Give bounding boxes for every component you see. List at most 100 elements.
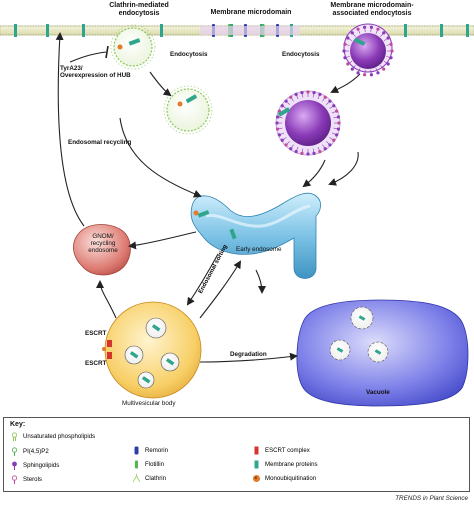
label-vacuole: Vacuole: [366, 389, 390, 396]
escrt-complex-markers: [102, 340, 112, 359]
sterol-icon: [10, 475, 19, 484]
sphingolipid: [275, 127, 280, 131]
sphingolipid: [289, 95, 293, 99]
sphingolipid: [318, 92, 322, 96]
arrow-microdomain-endocytosis: [330, 73, 361, 93]
arrow-mv-to-early-endosome: [302, 159, 326, 188]
sphingolipid: [386, 62, 390, 66]
membrane-protein: [129, 351, 139, 359]
sphingolipid: [275, 121, 279, 125]
key-item-sphingolipids: Sphingolipids: [10, 461, 59, 470]
arrow-ee-to-mvb: [186, 253, 219, 306]
sphingolipid: [289, 147, 293, 151]
microdomain-pit: [342, 23, 394, 77]
sphingolipid: [294, 150, 298, 154]
arrow-mvb-to-gnom: [96, 280, 117, 319]
sphingolipid: [312, 90, 316, 95]
key-item-escrt-complex: ESCRT complex: [252, 446, 310, 455]
arrow-mvb-to-ee: [199, 260, 242, 319]
key-item-unsaturated-phospholipids: Unsaturated phospholipids: [10, 432, 95, 441]
sphingolipid: [350, 31, 354, 35]
sphingolipid: [332, 104, 336, 108]
key-item-clathrin: Clathrin: [132, 474, 166, 483]
arrow-degradation: [199, 352, 298, 363]
sphingolipid: [328, 99, 332, 103]
label-escrt-bottom: ESCRT: [85, 360, 107, 367]
sphingolipid: [376, 71, 380, 75]
sphingolipid-icon: [10, 461, 19, 470]
clathrin-coated-vesicle: [163, 85, 213, 135]
membrane-protein: [141, 376, 151, 384]
sphingolipid: [337, 121, 341, 125]
sphingolipid: [350, 67, 354, 71]
sphingolipid: [346, 62, 350, 66]
sphingolipid: [284, 143, 288, 147]
sphingolipid: [389, 42, 393, 46]
tyra23-inhibition-bar: [105, 45, 109, 59]
arrow-mv-side: [328, 151, 359, 186]
membrane-protein: [374, 349, 382, 355]
clathrin-coated-pit: [110, 24, 156, 70]
tyra23-inhibition-line: [69, 51, 107, 63]
sphingolipid: [300, 90, 304, 95]
label-microdomain-associated-endocytosis: Membrane microdomain- associated endocyt…: [330, 2, 414, 17]
sphingolipid: [280, 104, 284, 108]
label-tyra23: TyrA23/ Overexpression of HUB: [60, 65, 131, 79]
membrane-protein: [404, 24, 407, 37]
sphingolipid: [369, 73, 374, 77]
arrow-ee-out: [255, 269, 266, 294]
key-item-monoubiquitination: Monoubiquitination: [252, 474, 316, 483]
sphingolipid: [328, 143, 332, 147]
sphingolipid: [306, 90, 310, 94]
label-escrt-top: ESCRT: [85, 330, 107, 337]
sphingolipid: [362, 25, 367, 29]
sphingolipid: [294, 92, 298, 96]
key-title: Key:: [10, 421, 26, 428]
sphingolipid: [390, 49, 394, 53]
microdomain-vesicle: [275, 90, 341, 156]
sphingolipid: [343, 42, 347, 46]
sphingolipid: [346, 36, 350, 40]
escrt-complex-icon: [252, 446, 261, 455]
sphingolipid: [280, 138, 284, 142]
key-item-pi45p2: PI(4,5)P2: [10, 447, 49, 456]
sphingolipid: [284, 99, 288, 103]
label-gnom: GNOM/ recycling endosome: [88, 233, 118, 254]
membrane-protein: [165, 358, 175, 366]
sphingolipid: [342, 49, 346, 53]
sphingolipid: [312, 151, 316, 156]
sphingolipid: [356, 71, 360, 75]
membrane-protein: [440, 24, 443, 37]
gnom-recycling-endosome: [73, 224, 131, 276]
sphingolipid: [336, 115, 341, 119]
arrow-cv-to-early-endosome: [119, 117, 202, 198]
sphingolipid: [335, 133, 339, 137]
sphingolipid: [318, 150, 322, 154]
remorin-icon: [132, 446, 141, 455]
sphingolipid: [343, 56, 347, 60]
sphingolipid: [275, 115, 280, 119]
membrane-protein: [336, 347, 344, 353]
label-endocytosis-left: Endocytosis: [170, 51, 208, 58]
label-degradation: Degradation: [230, 351, 267, 358]
monoubiquitination-icon: [252, 474, 261, 483]
key-item-remorin: Remorin: [132, 446, 168, 455]
key-item-membrane-proteins: Membrane proteins: [252, 460, 318, 469]
key-legend: Key: Unsaturated phospholipids PI(4,5)P2…: [3, 417, 470, 492]
key-item-sterols: Sterols: [10, 475, 42, 484]
membrane-protein: [151, 324, 161, 332]
membrane-protein: [14, 24, 17, 37]
sphingolipid: [376, 27, 380, 31]
label-early-endosome: Early endosome: [236, 246, 282, 253]
sphingolipid: [356, 27, 360, 31]
unsaturated-phospholipid-icon: [10, 432, 19, 441]
membrane-protein: [358, 315, 366, 321]
label-endocytosis-right: Endocytosis: [282, 51, 320, 58]
label-multivesicular-body: Multivesicular body: [122, 400, 176, 407]
early-endosome: [190, 192, 321, 279]
membrane-protein: [46, 24, 49, 37]
sphingolipid: [277, 133, 281, 137]
arrows: [55, 32, 361, 363]
label-endosomal-recycling: Endosomal recycling: [68, 139, 132, 146]
